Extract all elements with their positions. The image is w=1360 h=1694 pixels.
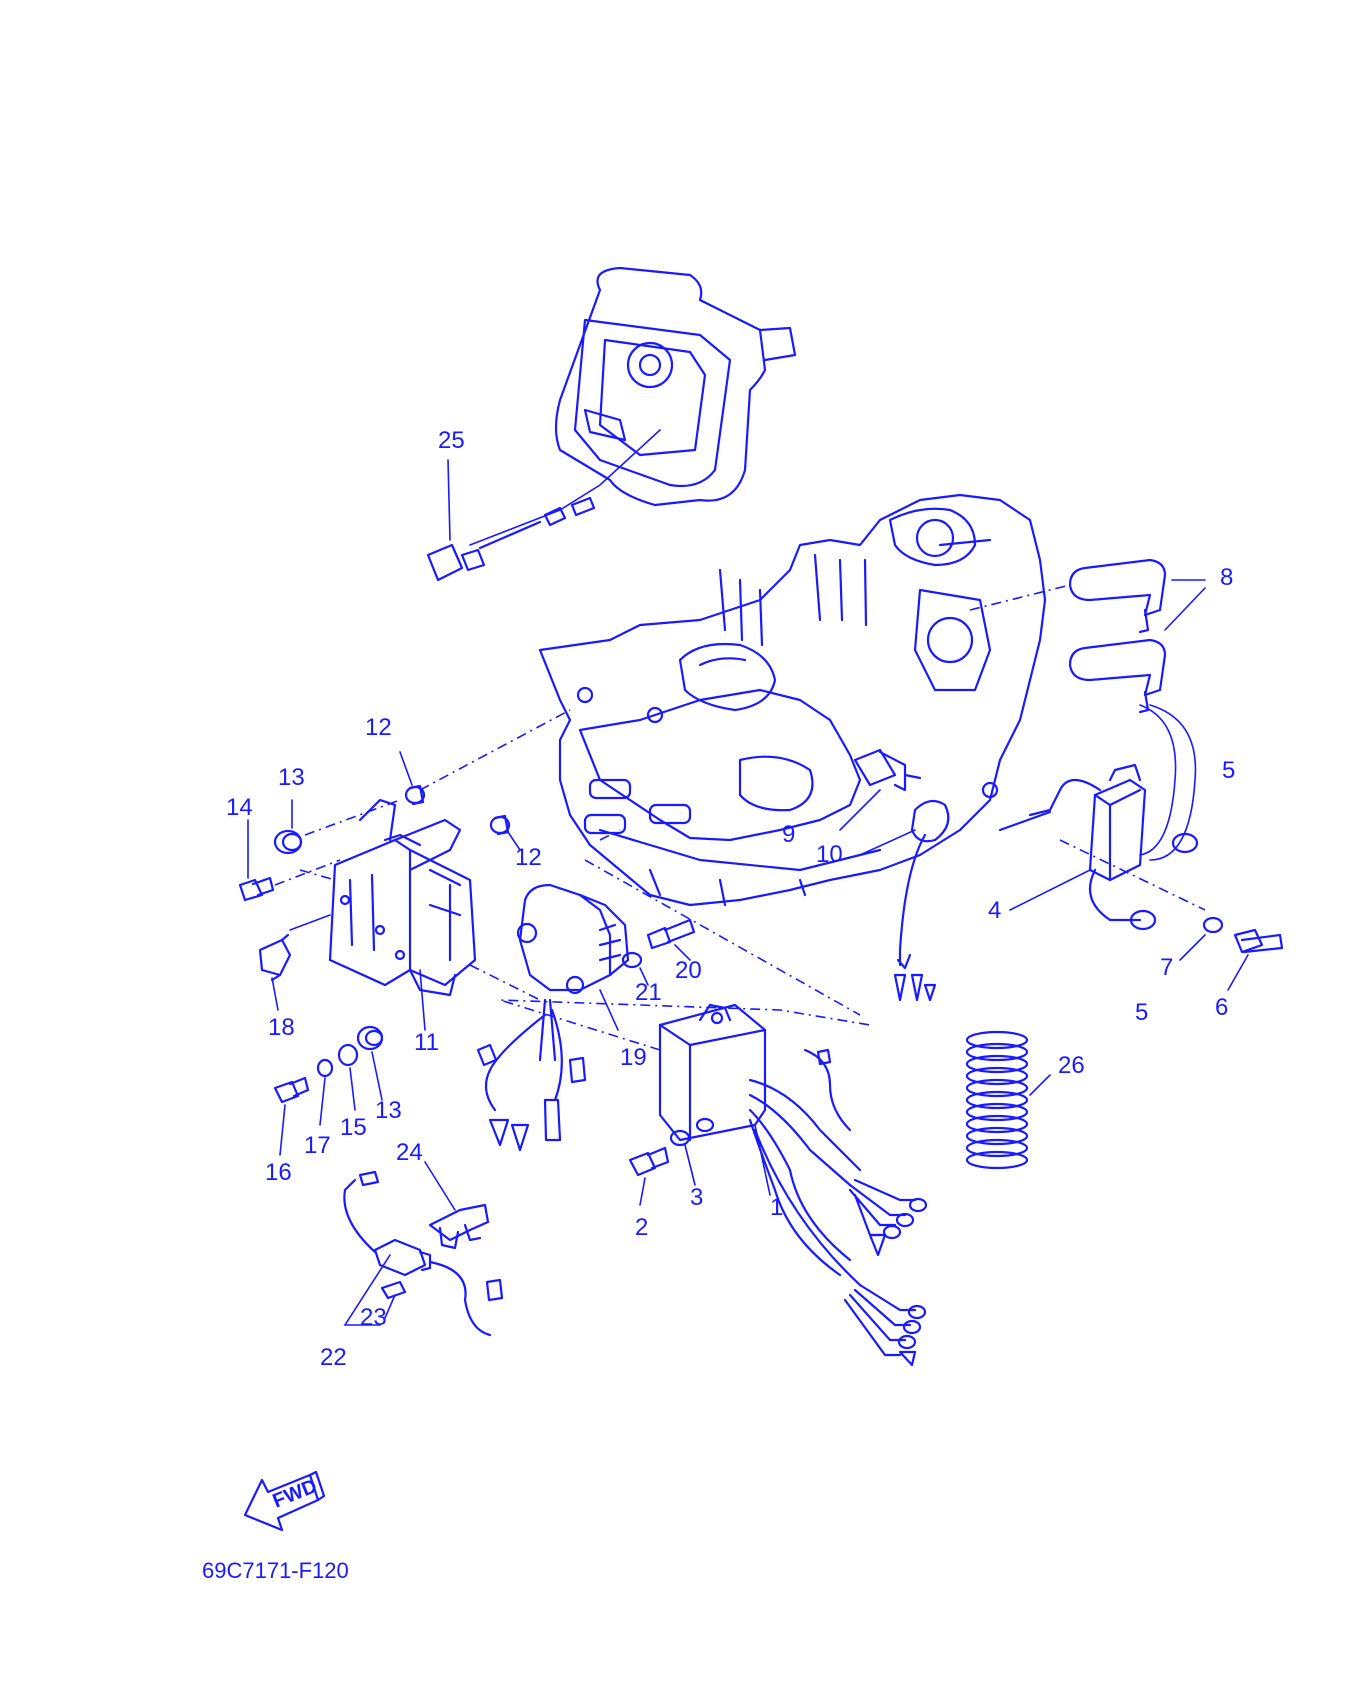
callout-4: 4 — [988, 897, 1001, 924]
bolt-2 — [628, 1146, 670, 1206]
callout-12a: 12 — [365, 714, 392, 741]
callout-7: 7 — [1160, 954, 1173, 981]
washer-21 — [621, 951, 649, 986]
grommet-13a — [273, 799, 401, 855]
callout-20: 20 — [675, 957, 702, 984]
rectifier-19 — [469, 883, 630, 1152]
callout-18: 18 — [268, 1014, 295, 1041]
callout-2: 2 — [635, 1214, 648, 1241]
ignition-coil-4 — [998, 763, 1206, 931]
washer-15 — [337, 1043, 359, 1111]
bolt-6 — [1227, 928, 1284, 991]
diagram-code: 69C7171-F120 — [202, 1558, 349, 1583]
callout-26: 26 — [1058, 1052, 1085, 1079]
cdi-unit-1 — [499, 999, 928, 1367]
bolt-14 — [238, 819, 341, 902]
bracket-24 — [424, 1161, 490, 1250]
callout-6: 6 — [1215, 994, 1228, 1021]
harness-22 — [343, 1170, 504, 1337]
bolt-20 — [646, 918, 696, 961]
callout-13a: 13 — [278, 764, 305, 791]
top-cover-part — [554, 266, 797, 507]
callout-15: 15 — [340, 1114, 367, 1141]
callout-24: 24 — [396, 1139, 423, 1166]
engine-block — [538, 493, 1047, 1016]
bolt-16 — [273, 1076, 310, 1156]
grommet-13b — [356, 1025, 384, 1101]
callout-3: 3 — [690, 1184, 703, 1211]
callout-19: 19 — [620, 1044, 647, 1071]
callout-10: 10 — [816, 841, 843, 868]
callout-25: 25 — [438, 427, 465, 454]
sensor-9 — [839, 748, 922, 831]
callout-13b: 13 — [375, 1097, 402, 1124]
callout-1: 1 — [770, 1194, 783, 1221]
cap-10 — [859, 799, 950, 1002]
washer-17 — [316, 1058, 334, 1126]
callout-12b: 12 — [515, 844, 542, 871]
sensor-25 — [426, 429, 661, 582]
bushing-12b — [489, 814, 521, 851]
washer-7 — [1179, 916, 1224, 961]
callout-5a: 5 — [1222, 757, 1235, 784]
callout-16: 16 — [265, 1159, 292, 1186]
washer-3 — [669, 1117, 715, 1186]
fwd-arrow-icon: FWD — [243, 1470, 326, 1532]
callout-23: 23 — [360, 1304, 387, 1331]
callout-22: 22 — [320, 1344, 347, 1371]
callout-21: 21 — [635, 979, 662, 1006]
bushing-12a — [399, 709, 571, 806]
clip-18 — [258, 933, 292, 1011]
callout-11: 11 — [414, 1029, 439, 1056]
plug-caps-8 — [969, 558, 1206, 861]
callout-14: 14 — [226, 794, 253, 821]
callout-9: 9 — [782, 821, 795, 848]
spring-26 — [965, 1030, 1051, 1170]
callout-8: 8 — [1220, 564, 1233, 591]
bracket-11 — [289, 798, 477, 1031]
callout-17: 17 — [304, 1132, 331, 1159]
callout-5b: 5 — [1135, 999, 1148, 1026]
